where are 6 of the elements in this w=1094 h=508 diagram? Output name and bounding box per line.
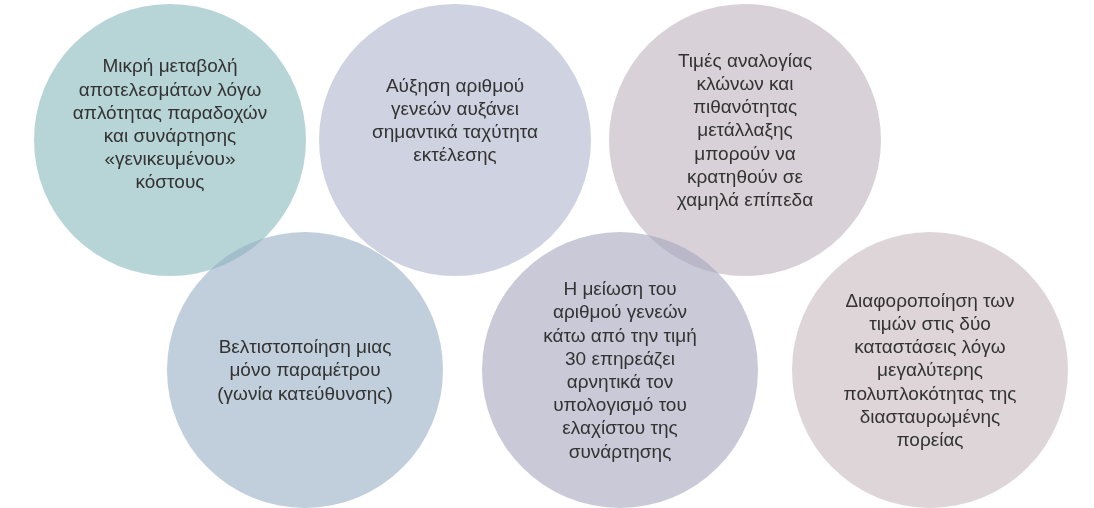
circle-text: Μικρή μεταβολή αποτελεσμάτων λόγω απλότητας παραδοχών και συνάρτησης «γενικευμένου» κόστους [72, 54, 268, 194]
circle-text: Διαφοροποίηση των τιμών στις δύο καταστάσεις λόγω μεγαλύτερης πολυπλοκότητας της διασταυρωμένης πορείας [842, 288, 1018, 452]
circle-text: Αύξηση αριθμού γενεών αυξάνει σημαντικά ταχύτητα εκτέλεσης [371, 73, 539, 167]
circle-text: Η μείωση του αριθμού γενεών κάτω από την τιμή 30 επηρεάζει αρνητικά τον υπολογισμό του ελαχίστου της συνάρτησης [542, 277, 698, 463]
circle-text: Βελτιστοποίηση μιας μόνο παραμέτρου (γωνία κατεύθυνσης) [216, 335, 394, 405]
circle-text: Τιμές αναλογίας κλώνων και πιθανότητας μετάλλαξης μπορούν να κρατηθούν σε χαμηλά επίπεδα [675, 48, 815, 212]
